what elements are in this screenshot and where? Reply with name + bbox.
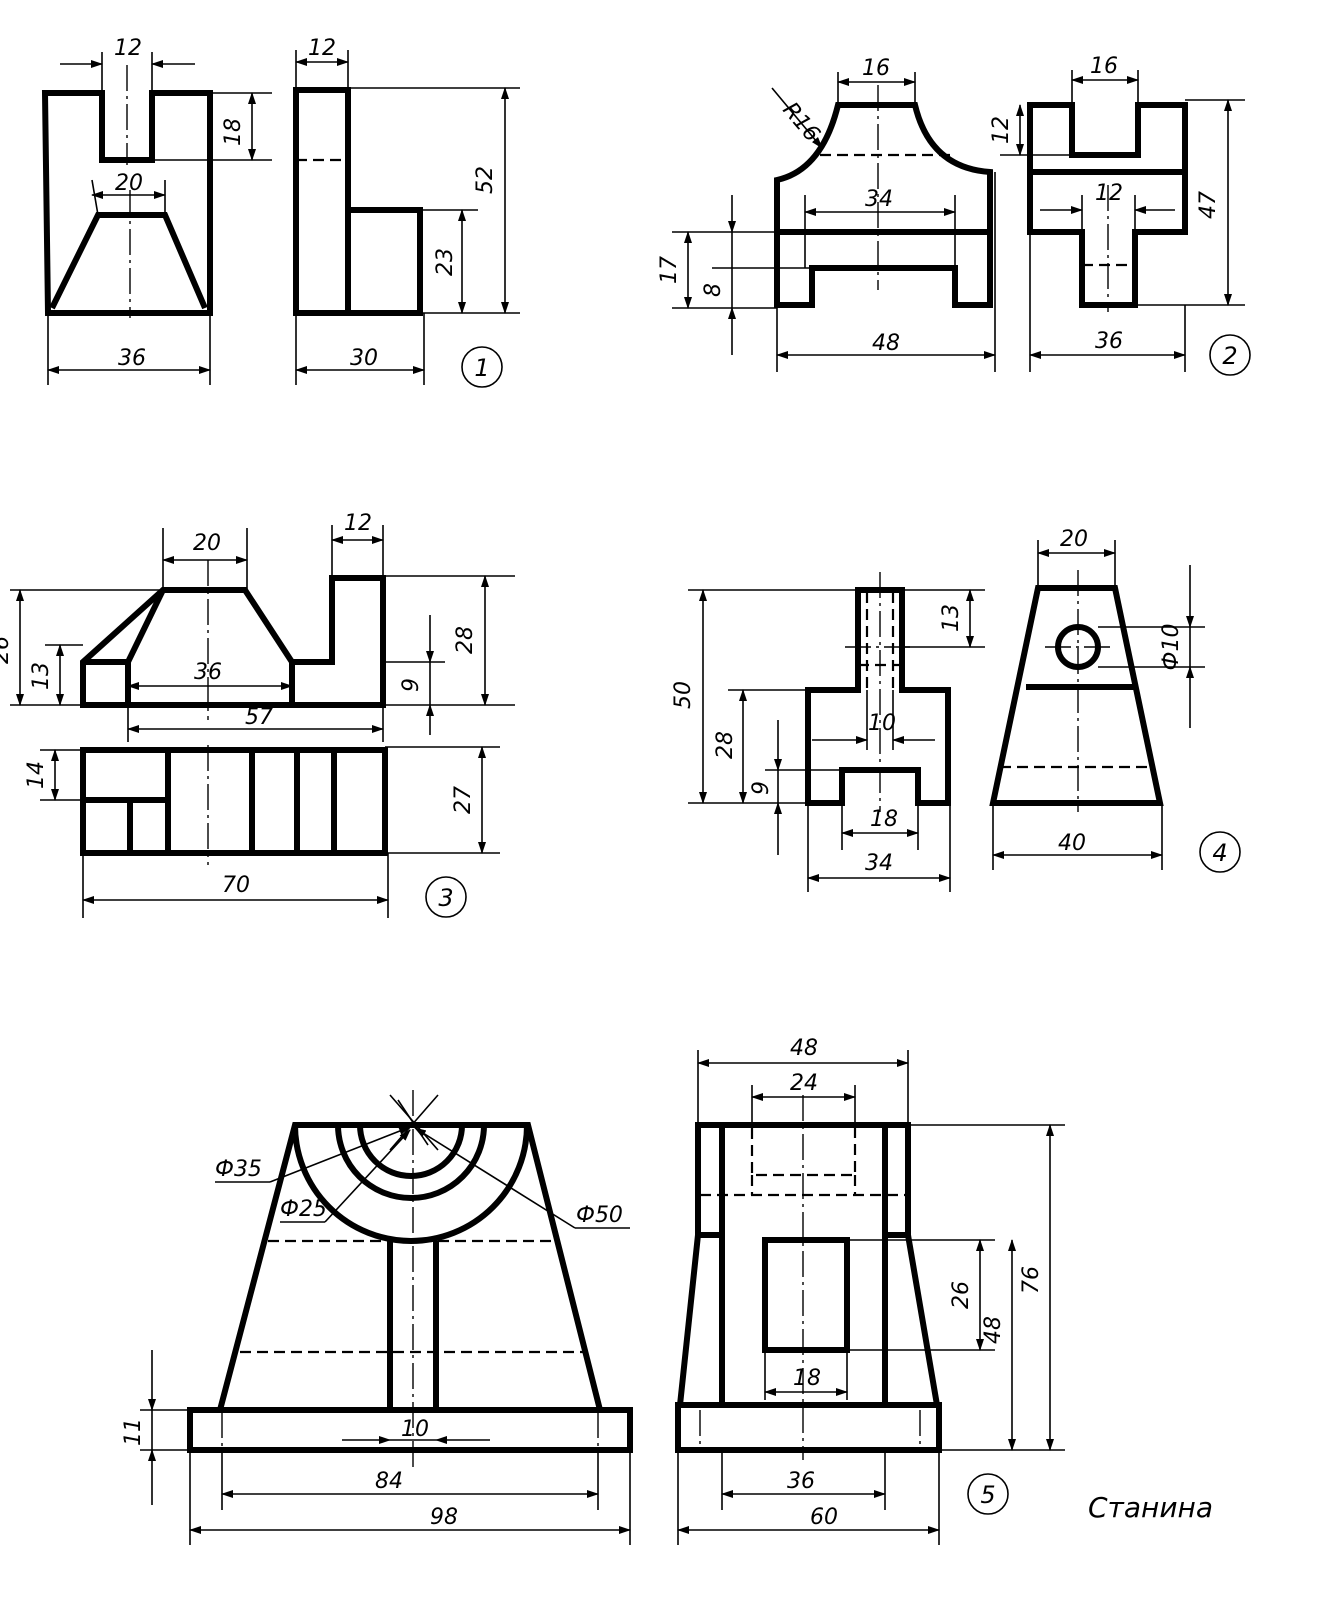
dim-label: 60 — [810, 1505, 838, 1530]
drawing-3-top-view — [40, 745, 500, 918]
dim-label: 30 — [350, 346, 378, 371]
dim-label: 36 — [1095, 329, 1123, 354]
dim-label: 48 — [872, 331, 900, 356]
dim-label: 18 — [221, 118, 246, 146]
drawing-4-side-view — [989, 540, 1205, 870]
dim-label: 26 — [0, 636, 14, 664]
dim-label: 12 — [344, 511, 372, 536]
dim-label: 28 — [453, 626, 478, 654]
dim-label: 23 — [433, 248, 458, 276]
dim-label: 40 — [1058, 831, 1086, 856]
drawing-4-front-view — [688, 572, 985, 892]
part-caption: Станина — [1088, 1491, 1213, 1524]
dim-label: 12 — [1095, 181, 1123, 206]
drawing-3: 20 12 26 13 36 9 28 57 14 27 70 3 — [0, 511, 515, 918]
dim-label: 28 — [713, 731, 738, 759]
dim-label: 50 — [671, 681, 696, 709]
dim-label: 36 — [194, 660, 222, 685]
dim-label: Ф25 — [280, 1197, 327, 1222]
dim-label: 48 — [790, 1036, 818, 1061]
dim-label: 17 — [657, 256, 682, 284]
drawing-2: 16 R16 34 17 8 48 16 12 12 47 36 2 — [657, 54, 1251, 376]
dim-label: 36 — [118, 346, 146, 371]
drawing-5-front-view — [140, 1090, 633, 1545]
dim-label: 13 — [939, 604, 964, 632]
dim-label: 16 — [862, 56, 890, 81]
dim-label: 10 — [868, 711, 896, 736]
dim-label: Ф50 — [576, 1203, 623, 1228]
drawing-number: 3 — [438, 884, 453, 912]
dim-label: 98 — [430, 1505, 458, 1530]
dim-label: 34 — [865, 851, 893, 876]
drawing-5: Ф35 Ф25 Ф50 11 10 84 98 48 24 26 48 76 1… — [121, 1036, 1213, 1545]
drawing-number: 2 — [1222, 342, 1237, 370]
drawing-2-side-view — [1000, 70, 1245, 372]
dim-label: 76 — [1019, 1266, 1044, 1294]
dim-label: Ф35 — [215, 1157, 262, 1182]
drawing-3-front-view — [10, 525, 515, 742]
dim-label: 24 — [790, 1071, 818, 1096]
dim-label: R16 — [777, 98, 824, 147]
dim-label: 34 — [865, 187, 893, 212]
dim-label: Ф10 — [1159, 624, 1184, 671]
drawing-4: 50 13 28 10 9 18 34 20 Ф10 40 4 — [671, 527, 1241, 892]
dim-label: 12 — [114, 36, 142, 61]
dim-label: 27 — [451, 786, 476, 814]
drawing-1-front-view — [41, 52, 272, 385]
drawing-number-badge: 4 — [1199, 831, 1241, 873]
dim-label: 47 — [1196, 191, 1221, 219]
dim-label: 20 — [1060, 527, 1088, 552]
dim-label: 10 — [401, 1417, 429, 1442]
dim-label: 36 — [787, 1469, 815, 1494]
dim-label: 9 — [399, 678, 424, 692]
dim-label: 70 — [222, 873, 250, 898]
dim-label: 20 — [193, 531, 221, 556]
drawing-number-badge: 2 — [1209, 334, 1251, 376]
dim-label: 11 — [121, 1418, 146, 1446]
drawing-1-side-view — [293, 50, 520, 385]
dim-label: 48 — [981, 1316, 1006, 1344]
drawing-number-badge: 5 — [967, 1473, 1009, 1515]
dim-label: 12 — [308, 36, 336, 61]
dim-label: 52 — [473, 166, 498, 194]
drawing-number-badge: 3 — [425, 876, 467, 918]
drawing-number: 4 — [1212, 839, 1227, 867]
dim-label: 8 — [701, 283, 726, 297]
drawing-number-badge: 1 — [461, 346, 503, 388]
dim-label: 57 — [245, 705, 273, 730]
drawing-2-front-view — [672, 72, 996, 372]
dim-label: 20 — [115, 171, 143, 196]
drawing-1: 12 18 20 36 12 52 23 30 1 — [41, 36, 520, 388]
dim-label: 16 — [1090, 54, 1118, 79]
dim-label: 13 — [29, 662, 54, 690]
dim-label: 12 — [989, 116, 1014, 144]
drawing-number: 5 — [980, 1481, 995, 1509]
dim-label: 26 — [949, 1281, 974, 1309]
dim-label: 9 — [749, 781, 774, 795]
dim-label: 18 — [870, 807, 898, 832]
drawing-5-side-view — [675, 1050, 1065, 1545]
dim-label: 14 — [24, 761, 49, 789]
drawing-number: 1 — [474, 354, 489, 382]
dim-label: 18 — [793, 1366, 821, 1391]
dim-label: 84 — [375, 1469, 403, 1494]
